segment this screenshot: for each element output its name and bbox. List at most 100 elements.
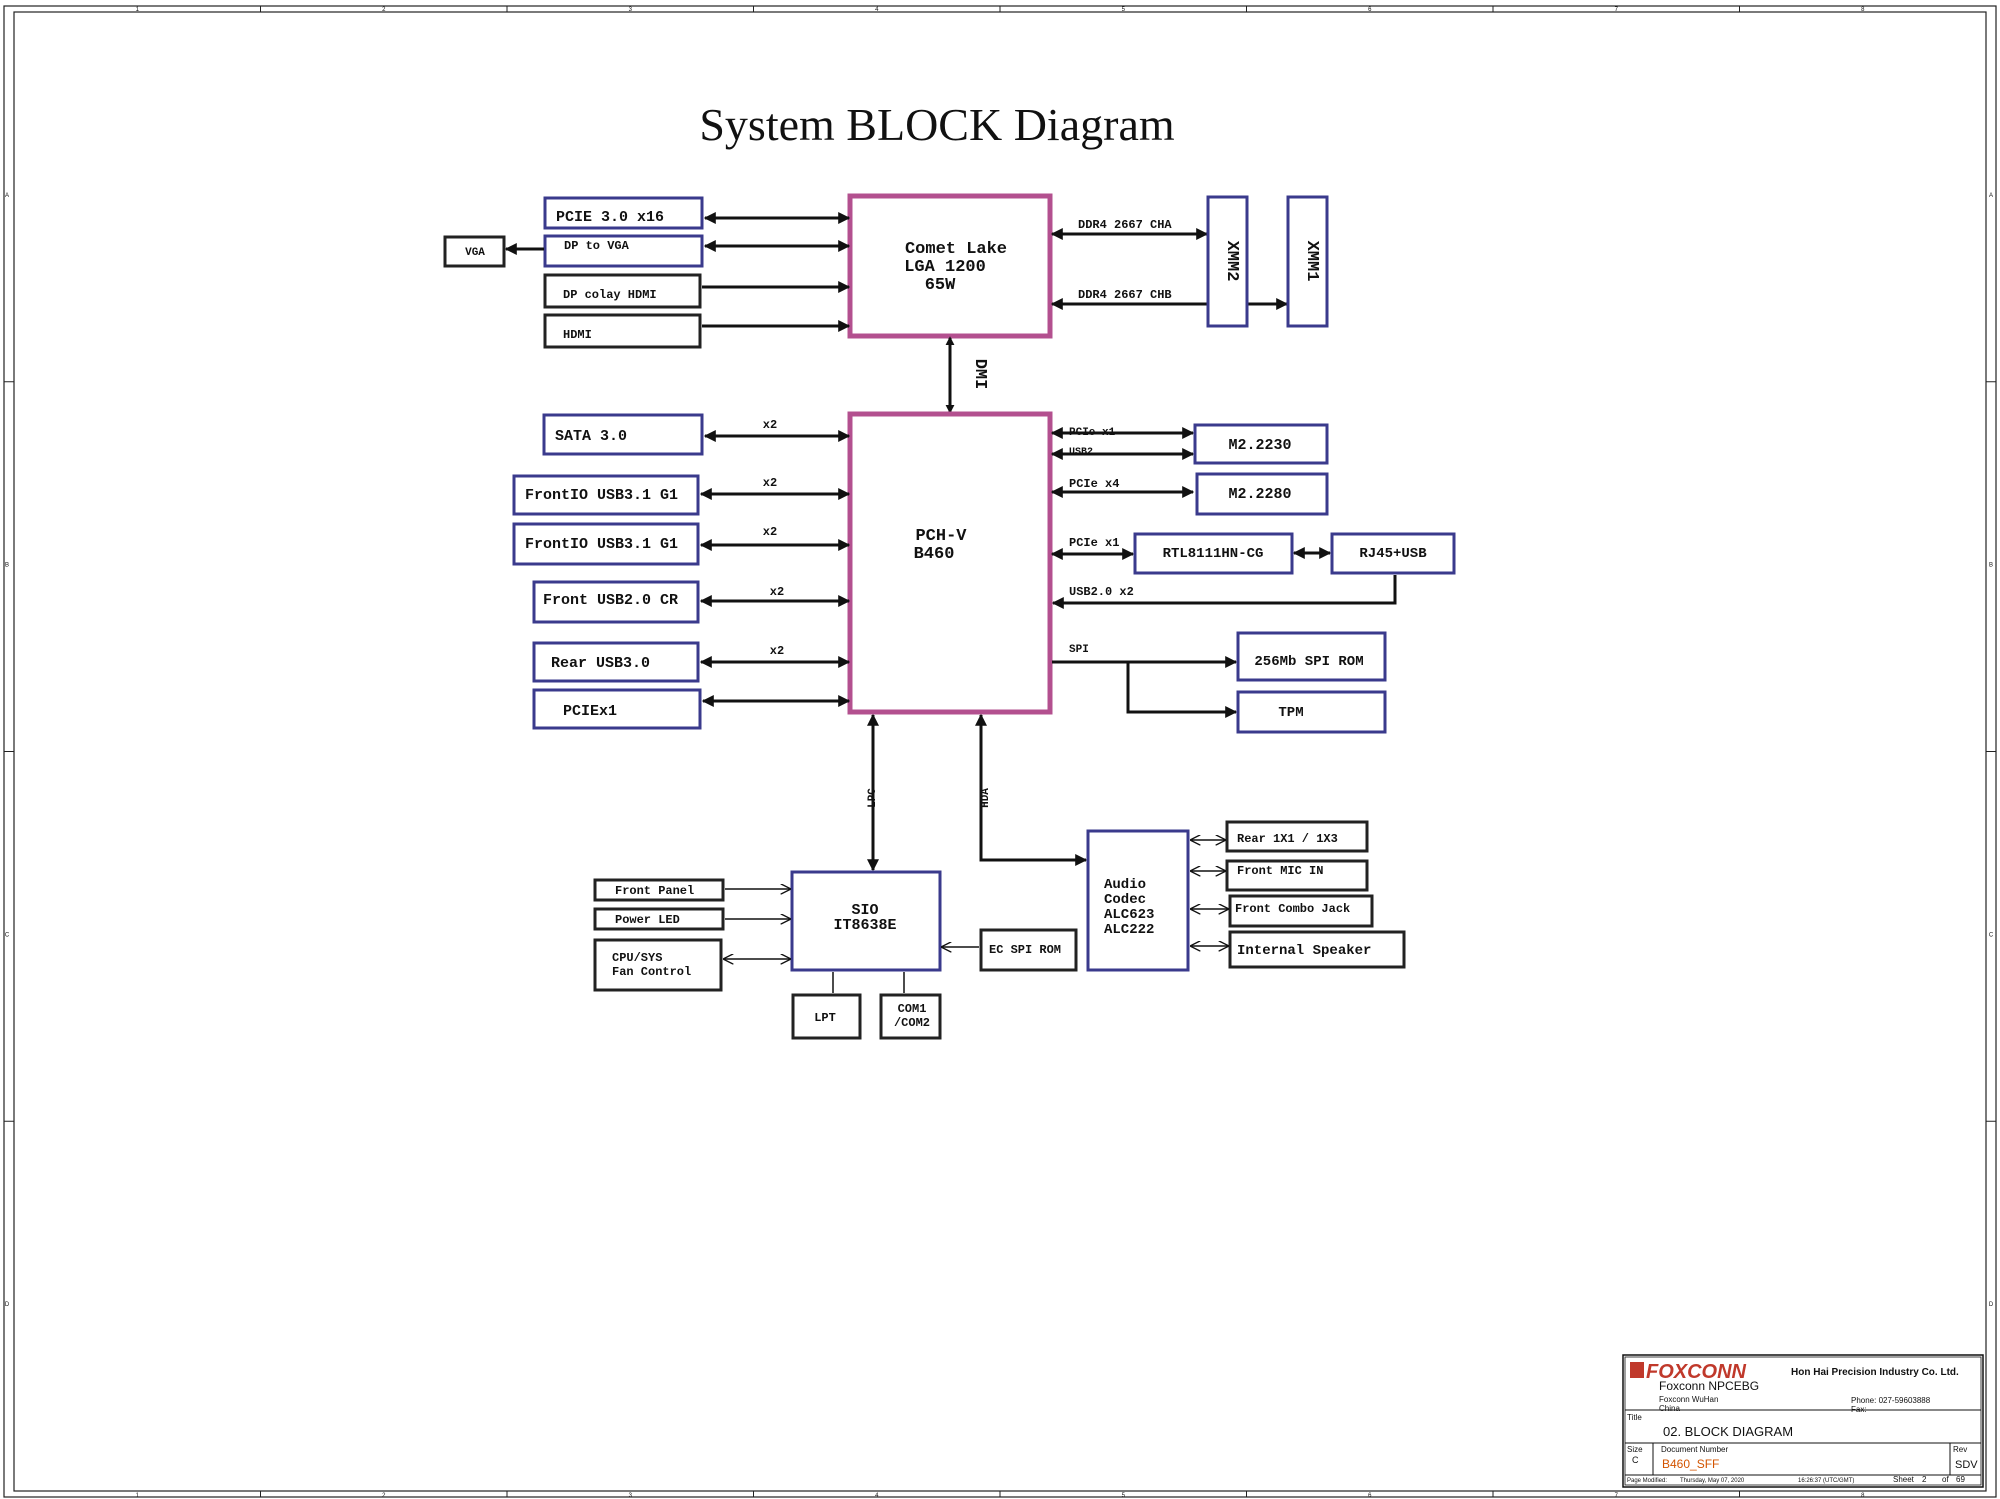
hda-label: HDA [980, 788, 992, 808]
dimm2-slot [1206, 195, 1249, 328]
column-marker: 8 [1861, 1493, 1865, 1499]
rear-usb30-box [532, 641, 700, 683]
internal-speaker-box [1228, 930, 1406, 969]
row-marker: C [5, 932, 10, 938]
fan-control-label-2: Fan Control [612, 965, 691, 979]
front-usb31-a-x2: x2 [763, 476, 777, 490]
document-number-label: Document Number [1661, 1445, 1728, 1454]
fan-control-box [593, 938, 723, 992]
spi-rom-box [1236, 631, 1387, 682]
column-marker: 5 [1122, 7, 1126, 13]
ec-spi-rom-label: EC SPI ROM [989, 943, 1061, 957]
dp-to-vga-label: DP to VGA [564, 239, 630, 253]
m2-2230-label: M2.2230 [1228, 437, 1291, 454]
m2-2280-label: M2.2280 [1228, 486, 1291, 503]
sheet-of: of [1942, 1475, 1949, 1484]
power-led-label: Power LED [615, 913, 680, 927]
dp-hdmi-box [543, 273, 702, 309]
dp-hdmi-label: DP colay HDMI [563, 288, 657, 302]
dp-to-vga-box [543, 234, 704, 268]
column-marker: 2 [382, 1493, 386, 1499]
row-marker: C [1989, 932, 1994, 938]
title-label: Title [1627, 1413, 1642, 1422]
pcie-x16-box [543, 196, 704, 230]
front-panel-box [593, 878, 725, 902]
column-marker: 3 [629, 7, 633, 13]
cpu-name: Comet Lake [905, 240, 1007, 259]
sio-title: SIO [851, 902, 878, 919]
phone-number: Phone: 027-59603888 [1851, 1396, 1931, 1405]
ddr-cha-label: DDR4 2667 CHA [1078, 218, 1172, 232]
lan-controller-box [1133, 532, 1294, 575]
rj45-usb-label: RJ45+USB [1359, 546, 1427, 562]
tpm-box [1236, 690, 1387, 734]
modified-timezone: (UTC/GMT) [1823, 1478, 1854, 1484]
front-combo-jack-box [1228, 894, 1374, 928]
front-usb31-b-x2: x2 [763, 525, 777, 539]
vga-box [443, 235, 506, 268]
front-usb31-b-box [512, 522, 700, 566]
column-marker: 2 [382, 7, 386, 13]
column-marker: 7 [1615, 1493, 1619, 1499]
audio-codec-line1: Audio [1104, 877, 1146, 893]
lan-pcie-label: PCIe x1 [1069, 536, 1119, 550]
dimm2-label: XMM2 [1222, 241, 1241, 282]
rj45-usb-box [1330, 532, 1456, 575]
power-led-box [593, 907, 725, 931]
pcie-x16-label: PCIE 3.0 x16 [556, 209, 664, 226]
vga-label: VGA [465, 247, 485, 259]
ddr-chb-label: DDR4 2667 CHB [1078, 288, 1172, 302]
company-name: Hon Hai Precision Industry Co. Ltd. [1791, 1367, 1959, 1378]
column-marker: 4 [875, 1493, 879, 1499]
pch-name: PCH-V [915, 527, 967, 546]
revision-label: Rev [1953, 1445, 1967, 1454]
size-label: Size [1627, 1445, 1643, 1454]
column-marker: 1 [136, 7, 140, 13]
front-usb20-x2: x2 [770, 585, 784, 599]
revision-value: SDV [1955, 1459, 1978, 1471]
audio-codec-line4: ALC222 [1104, 922, 1154, 938]
row-marker: B [1989, 563, 1993, 569]
usb20-rj45-link [1051, 575, 1397, 609]
column-marker: 4 [875, 7, 879, 13]
front-mic-box [1225, 859, 1369, 892]
country-name: China [1659, 1404, 1680, 1413]
front-usb31-a-box [512, 474, 700, 516]
dimm1-label: XMM1 [1302, 241, 1321, 282]
lan-controller-label: RTL8111HN-CG [1163, 546, 1264, 562]
audio-codec-line2: Codec [1104, 892, 1146, 908]
column-marker: 7 [1615, 7, 1619, 13]
lpt-box [791, 993, 862, 1040]
column-marker: 6 [1368, 7, 1372, 13]
cpu-socket: LGA 1200 [904, 258, 986, 277]
m2-2280-pcie-label: PCIe x4 [1069, 477, 1119, 491]
pciex1-label: PCIEx1 [563, 703, 617, 720]
front-usb31-a-label: FrontIO USB3.1 G1 [525, 487, 678, 504]
column-marker: 6 [1368, 1493, 1372, 1499]
sheet-total: 69 [1956, 1475, 1965, 1484]
pch-box [847, 411, 1053, 715]
m2-2230-pcie-label: PCIe x1 [1069, 427, 1116, 439]
sata-x2: x2 [763, 418, 777, 432]
usb20-x2-label: USB2.0 x2 [1069, 585, 1134, 599]
front-mic-label: Front MIC IN [1237, 864, 1323, 878]
com2-label: /COM2 [894, 1016, 930, 1030]
cpu-box [847, 193, 1053, 339]
pciex1-box [532, 688, 702, 730]
rear-audio-label: Rear 1X1 / 1X3 [1237, 832, 1338, 846]
ec-spi-rom-box [979, 928, 1078, 972]
modified-label: Page Modified: [1627, 1478, 1667, 1484]
column-marker: 3 [629, 1493, 633, 1499]
sio-box [790, 870, 942, 972]
audio-codec-box [1086, 829, 1190, 972]
title-value: 02. BLOCK DIAGRAM [1663, 1424, 1793, 1439]
com1-label: COM1 [898, 1002, 927, 1016]
m2-2280-box [1195, 472, 1329, 516]
size-value: C [1632, 1455, 1639, 1465]
row-marker: A [5, 193, 9, 199]
front-panel-label: Front Panel [615, 884, 694, 898]
cpu-tdp: 65W [925, 276, 956, 295]
spi-label: SPI [1069, 644, 1089, 656]
